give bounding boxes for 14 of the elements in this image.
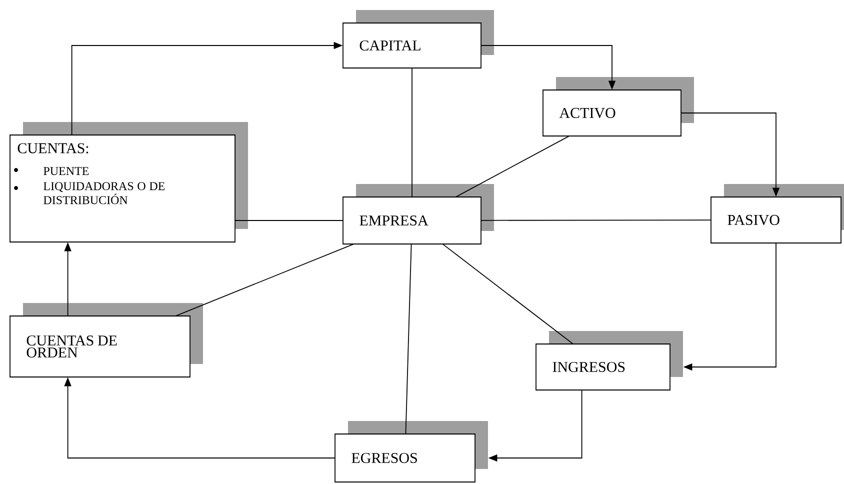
shadowed-box: PASIVO <box>710 184 844 244</box>
shadowed-box: CAPITAL <box>342 10 494 68</box>
shadowed-box: INGRESOS <box>536 331 683 390</box>
shadowed-box: EMPRESA <box>342 184 494 244</box>
connector <box>405 244 412 434</box>
connector <box>234 220 344 221</box>
shadowed-box: CUENTAS: PUENTE LIQUIDADORAS O DE DISTRIBUCIÓN <box>10 122 248 242</box>
shadowed-box: CUENTAS DE ORDEN <box>10 303 203 378</box>
shadowed-box: ACTIVO <box>542 77 694 136</box>
connector <box>176 244 354 316</box>
connector <box>480 220 712 221</box>
connector <box>456 136 570 198</box>
shadowed-box: EGRESOS <box>334 421 488 482</box>
connector <box>442 244 574 344</box>
